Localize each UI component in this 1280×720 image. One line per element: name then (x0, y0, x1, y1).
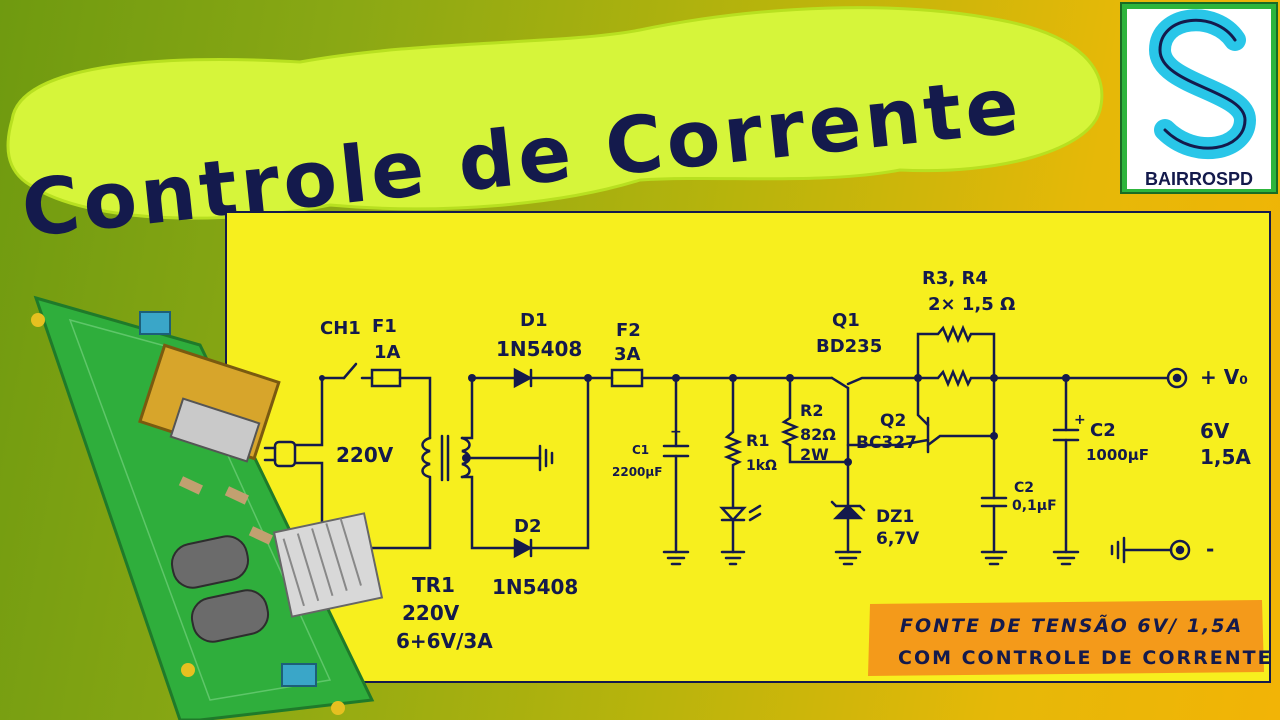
label-vout: + V₀ (1200, 365, 1248, 389)
label-r1-value: 1kΩ (746, 458, 777, 474)
label-f2-value: 3A (614, 344, 641, 365)
label-tr1-out: 6+6V/3A (396, 629, 493, 653)
component-labels: CH1 F1 1A 220V D1 1N5408 D2 1N5408 F2 3A… (320, 268, 1251, 653)
label-f1: F1 (372, 316, 397, 337)
label-f1-value: 1A (374, 342, 401, 363)
label-d1-part: 1N5408 (496, 337, 582, 361)
label-r2: R2 (800, 401, 823, 420)
terminal-block-icon (139, 311, 171, 335)
label-q2: Q2 (880, 411, 906, 431)
label-r2-value: 82Ω (800, 425, 836, 444)
label-c2b-plus: + (1074, 412, 1086, 428)
label-r3r4-value: 2× 1,5 Ω (928, 294, 1015, 315)
label-ch1: CH1 (320, 318, 361, 339)
junction-dots (319, 374, 1070, 466)
label-r2-power: 2W (800, 445, 829, 464)
logo-text: BAIRROSPD (1145, 169, 1253, 189)
label-c1: C1 (632, 443, 649, 457)
caption-box: FONTE DE TENSÃO 6V/ 1,5A COM CONTROLE DE… (868, 600, 1273, 676)
label-r3r4: R3, R4 (922, 268, 988, 289)
label-c1-plus: + (670, 424, 682, 440)
label-tr1: TR1 (412, 573, 455, 597)
caption-line-2: COM CONTROLE DE CORRENTE (898, 647, 1273, 669)
label-c2a-value: 0,1µF (1012, 498, 1057, 514)
caption-line-1: FONTE DE TENSÃO 6V/ 1,5A (900, 613, 1243, 637)
label-q1: Q1 (832, 310, 860, 331)
label-vminus: - (1206, 537, 1214, 561)
label-dz1-value: 6,7V (876, 529, 920, 549)
label-spec-voltage: 6V (1200, 419, 1230, 443)
label-q1-part: BD235 (816, 336, 882, 357)
label-d2: D2 (514, 516, 541, 537)
label-d2-part: 1N5408 (492, 575, 578, 599)
label-c2b: C2 (1090, 420, 1116, 441)
label-d1: D1 (520, 310, 547, 331)
capacitor-icon (170, 535, 250, 589)
pcb-illustration (31, 295, 384, 720)
label-mains-voltage: 220V (336, 443, 394, 467)
label-r1: R1 (746, 431, 769, 450)
label-spec-current: 1,5A (1200, 445, 1251, 469)
bairrospd-logo: BAIRROSPD (1120, 2, 1278, 194)
label-c2a: C2 (1014, 480, 1034, 496)
label-c1-value: 2200µF (612, 465, 662, 479)
label-q2-part: BC327 (856, 433, 917, 453)
heatsink-icon (272, 512, 384, 618)
label-f2: F2 (616, 320, 641, 341)
label-tr1-in: 220V (402, 601, 460, 625)
label-c2b-value: 1000µF (1086, 446, 1149, 464)
label-dz1: DZ1 (876, 507, 914, 527)
